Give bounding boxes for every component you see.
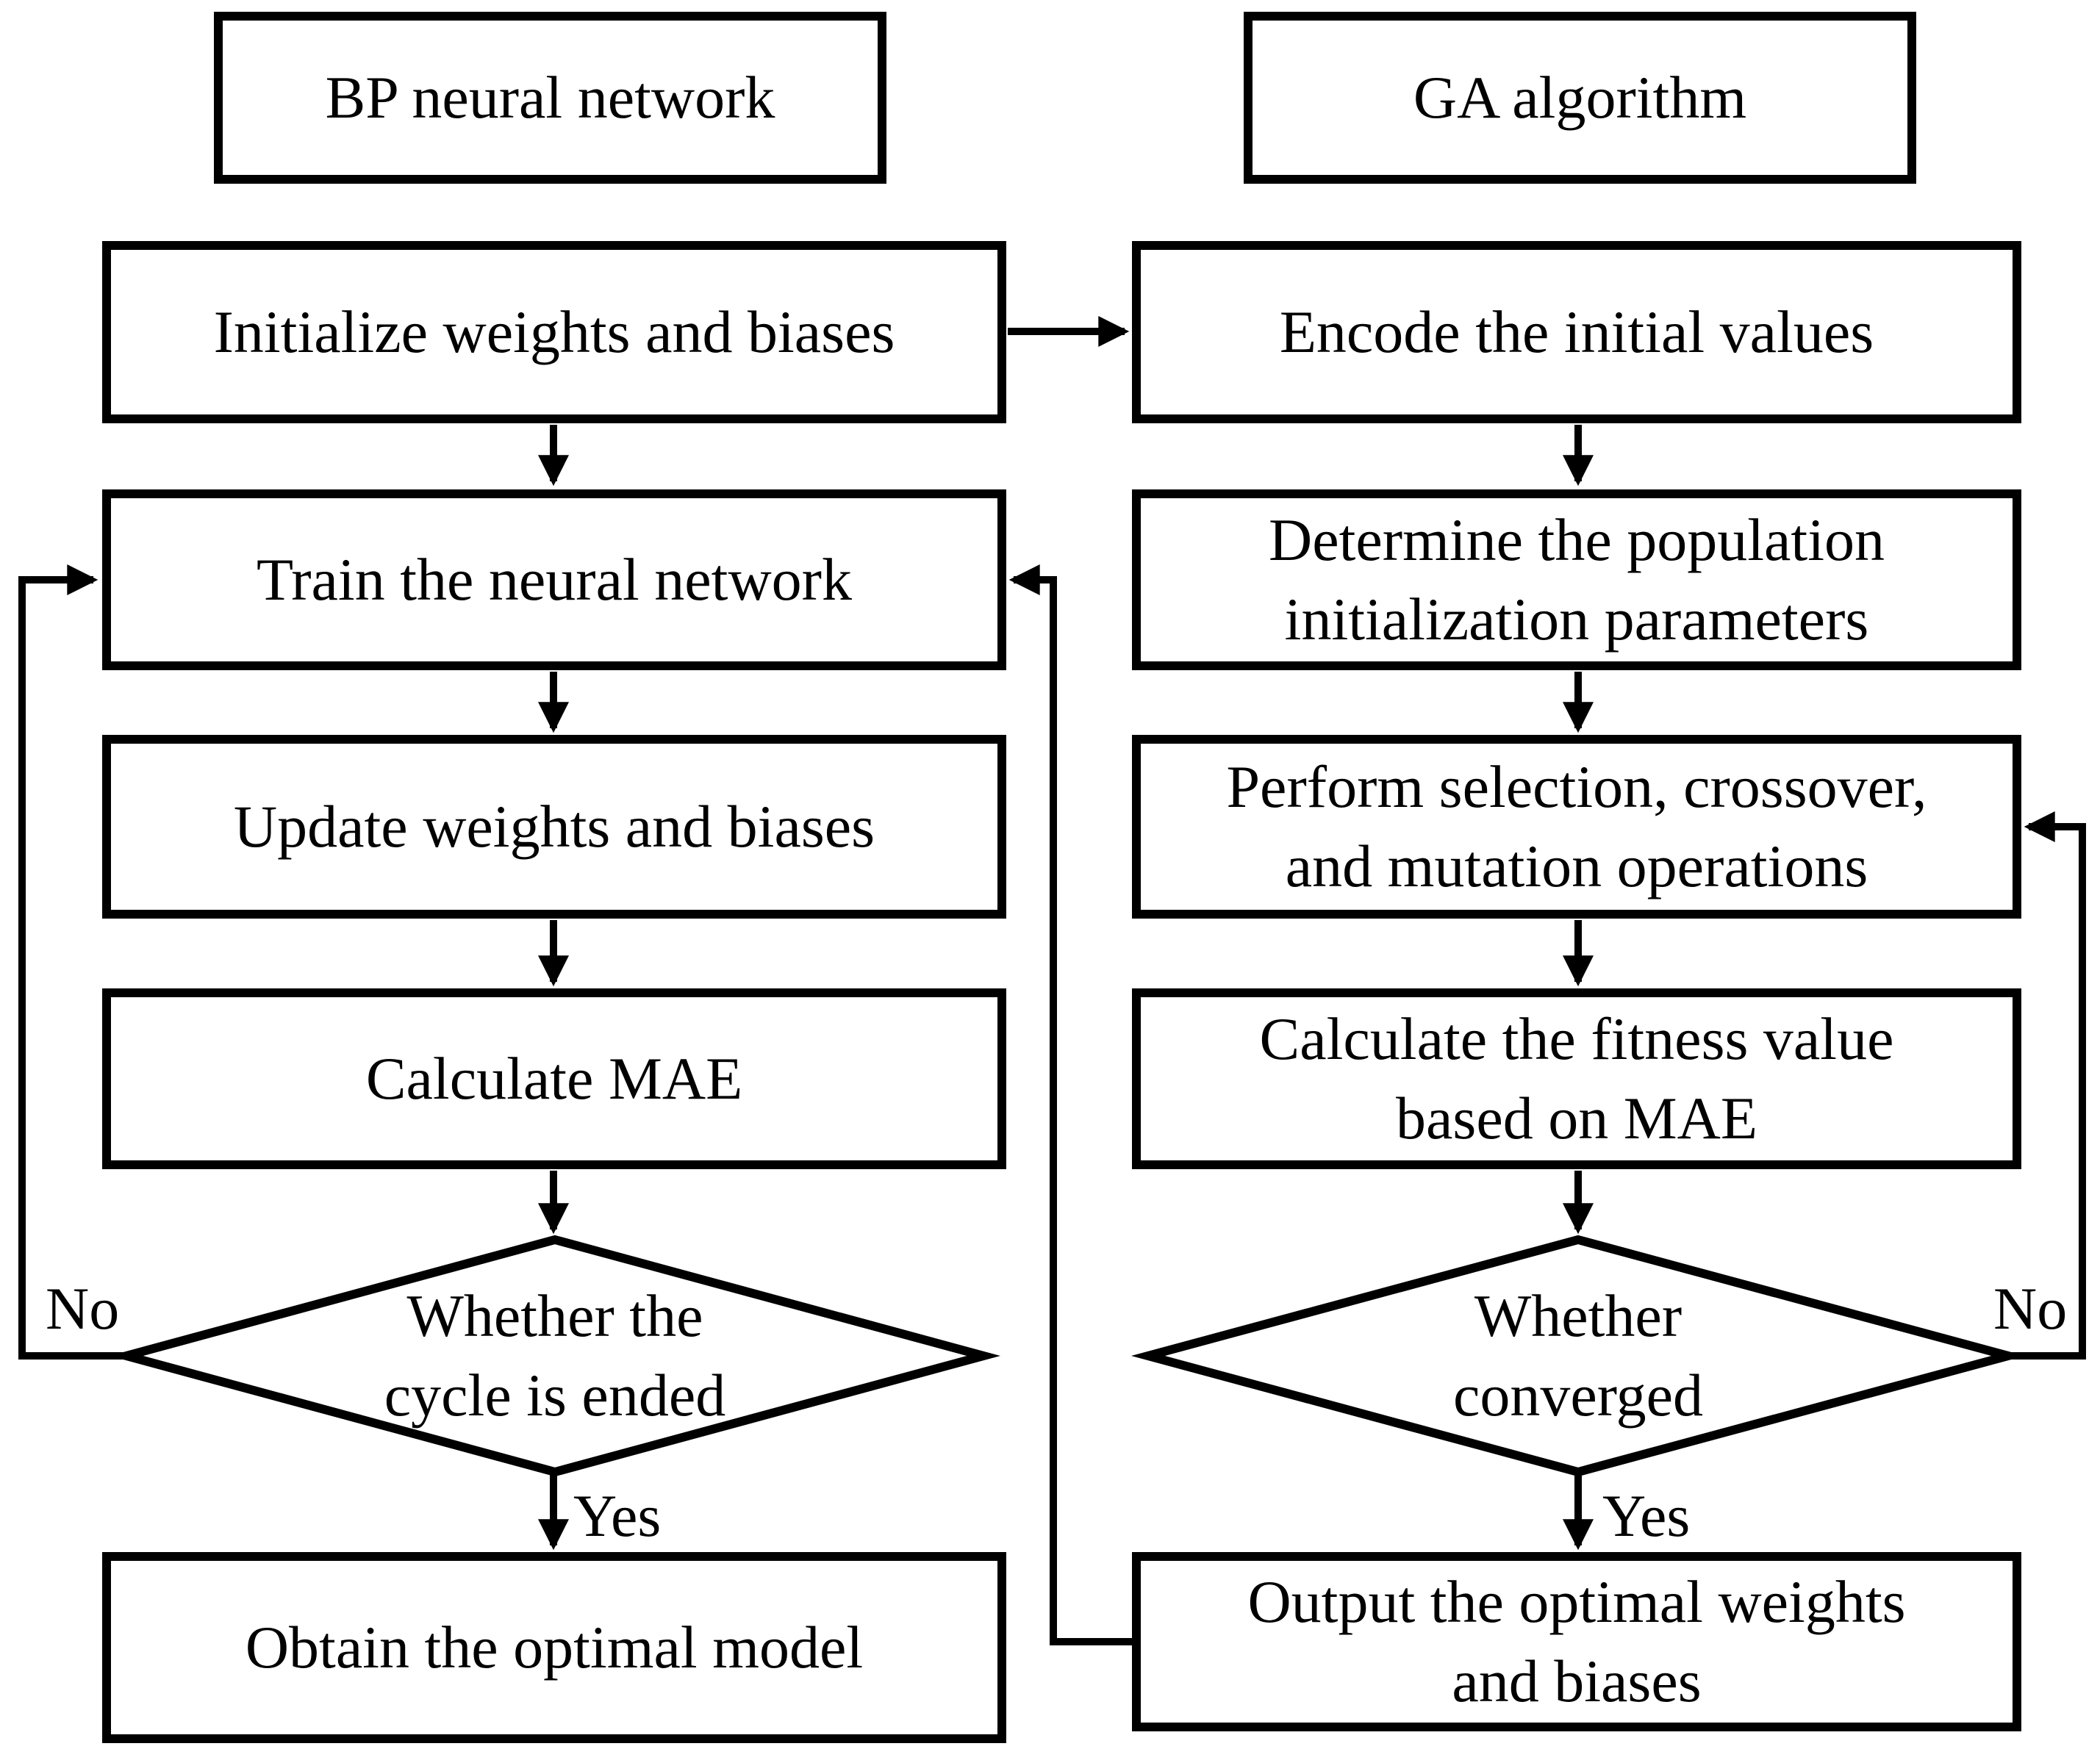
connector-output-to-train [1008,564,1132,1645]
determine-population-box: Determine the population initialization … [1132,489,2021,670]
converged-decision-label: Whether converged [1452,1282,1703,1429]
cycle-ended-decision-label: Whether the cycle is ended [384,1282,726,1429]
output-optimal-weights-box: Output the optimal weights and biases [1132,1552,2021,1731]
no-loop-converged-to-perform [2005,811,2086,1360]
no-label-right: No [1993,1275,2068,1342]
ga-algorithm-header-box: GA algorithm [1244,12,1916,184]
bp-neural-network-header-box: BP neural network [214,12,886,184]
train-neural-network-box: Train the neural network [102,489,1006,670]
initialize-weights-box: Initialize weights and biases [102,241,1006,423]
obtain-optimal-model-box: Obtain the optimal model [102,1552,1006,1743]
calculate-fitness-box: Calculate the fitness value based on MAE [1132,988,2021,1169]
perform-selection-box: Perform selection, crossover, and mutati… [1132,735,2021,919]
update-weights-box: Update weights and biases [102,735,1006,919]
no-label-left: No [46,1275,120,1342]
encode-initial-values-box: Encode the initial values [1132,241,2021,423]
yes-label-left: Yes [573,1482,662,1549]
calculate-mae-box: Calculate MAE [102,988,1006,1169]
no-loop-cycle-to-train [18,564,129,1360]
yes-label-right: Yes [1602,1482,1691,1549]
